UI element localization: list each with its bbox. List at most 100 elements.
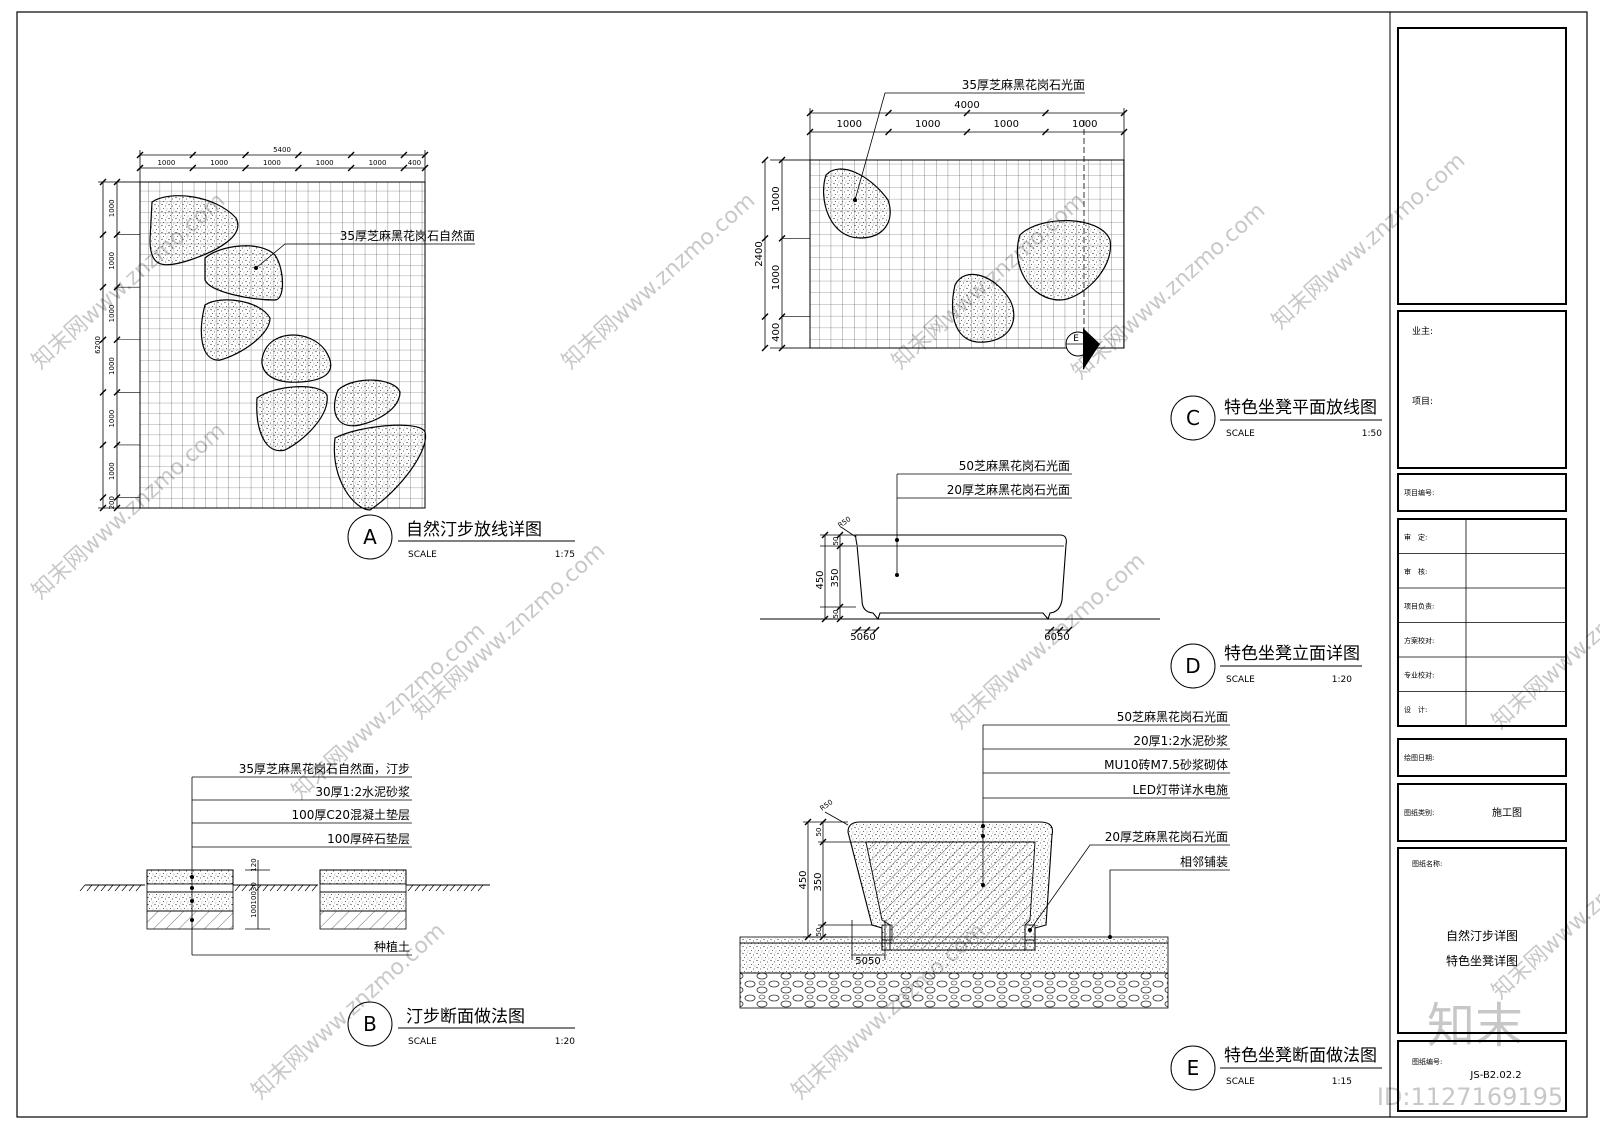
dim-segment: 1000 [263,159,281,167]
scale-label: SCALE [408,550,437,560]
dim-total: 450 [798,870,809,889]
view-letter: C [1186,406,1200,430]
owner-label: 业主: [1412,325,1433,337]
view-marker [1170,395,1216,441]
dim-segment: 1000 [915,119,940,130]
dim-segment: 1000 [108,252,116,270]
sign-row-label: 项目负责: [1404,601,1434,610]
dim-120: 120 [250,858,258,871]
drawing-name-2: 特色坐凳详图 [1446,953,1518,968]
dim-segment: 200 [108,496,116,509]
dim-segment: 1000 [1072,119,1097,130]
view-title: 汀步断面做法图 [406,1007,525,1027]
dim-bottom-right: 6050 [1044,632,1069,643]
watermark-id: ID:1127169195 [1377,1083,1563,1111]
view-d-elevation: 450 50 350 50 R50 5060 6050 50芝麻黑花岗石光面 2… [760,458,1362,689]
note-e-3: MU10砖M7.5砂浆砌体 [1104,757,1228,772]
note-e-1: 50芝麻黑花岗石光面 [1117,709,1228,724]
note-e-5: 20厚芝麻黑花岗石光面 [1105,829,1228,844]
radius: R50 [819,798,835,812]
sheet-border [16,11,1588,1118]
category-value: 施工图 [1492,806,1522,819]
bench-plan [951,273,1015,343]
watermark-brand: 知末 [1427,998,1523,1054]
watermark-site: 知末网www.znzmo.com [287,618,490,804]
note-e-2: 20厚1:2水泥砂浆 [1133,733,1228,748]
radius: R50 [837,515,853,529]
view-marker [347,1001,393,1047]
scale-value: 1:20 [555,1037,575,1047]
sign-row-label: 审 定: [1404,532,1427,541]
soil-label: 种植土 [374,939,410,954]
bench-plan [1016,219,1111,301]
note-e-6: 相邻铺装 [1180,855,1228,869]
dim-segment: 400 [771,323,782,342]
layer-4: 100厚碎石垫层 [327,831,410,846]
note-a: 35厚芝麻黑花岗石自然面 [340,228,475,243]
date-label: 绘图日期: [1404,753,1434,762]
bench-shapes [822,168,1111,343]
note-d-2: 20厚芝麻黑花岗石光面 [947,482,1070,497]
dim-total: 5400 [273,146,291,154]
drawing-no: JS-B2.02.2 [1469,1070,1521,1081]
view-e-section: 450 50 350 50 R50 5050 50芝麻黑花岗石光面 20厚1:2… [739,709,1382,1091]
view-b-section: 35厚芝麻黑花岗石自然面，汀步 30厚1:2水泥砂浆 100厚C20混凝土垫层 … [79,761,575,1047]
stepping-stone [149,195,239,266]
view-title: 特色坐凳立面详图 [1224,644,1360,664]
dim-left-total: 2400 [754,241,765,266]
dim-bottom: 50 [832,610,840,619]
dim-top: 50 [815,828,823,837]
drawing-no-label: 图纸编号: [1412,1057,1442,1066]
view-marker [347,514,393,560]
dim-segment: 1000 [108,410,116,428]
watermark-site: 知末网www.znzmo.com [1267,148,1470,334]
view-marker [1170,643,1216,689]
watermark-site: 知末网www.znzmo.com [407,538,610,724]
category-label: 图纸类别: [1404,808,1434,817]
watermark-site: 知末网www.znzmo.com [557,188,760,374]
scale-value: 1:20 [1332,675,1352,685]
sign-row-label: 审 核: [1404,567,1427,576]
scale-value: 1:15 [1332,1077,1352,1087]
dim-segment: 1000 [771,265,782,290]
view-title: 自然汀步放线详图 [406,520,542,540]
view-letter: E [1187,1056,1200,1080]
stepping-stone [204,245,284,301]
watermark-site: 知末网www.znzmo.com [1487,548,1600,734]
drawing-name-label: 图纸名称: [1412,859,1442,868]
scale-label: SCALE [408,1037,437,1047]
dim-total: 4000 [954,100,979,111]
note-e-4: LED灯带详水电施 [1132,782,1228,797]
dim-segment: 1000 [369,159,387,167]
view-letter: B [363,1012,377,1036]
dim-text: 10010030 [250,882,258,918]
sign-row-label: 专业校对: [1404,670,1434,679]
bench-elevation [855,534,1067,621]
view-letter: A [363,525,377,549]
title-block: 业主: 项目: 项目编号: 审 定:审 核:项目负责:方案校对:专业校对:设 计… [1389,12,1567,1117]
stepping-stone [333,379,401,427]
project-no-label: 项目编号: [1404,488,1434,497]
dim-total: 450 [815,570,826,589]
view-marker [1170,1045,1216,1091]
dim-bottom: 5050 [855,956,880,967]
note-c: 35厚芝麻黑花岗石光面 [962,77,1085,92]
dim-segment: 1000 [994,119,1019,130]
bench-plan [822,168,891,239]
scale-value: 1:50 [1362,429,1382,439]
dim-segment: 400 [408,159,421,167]
stepping-section-left [146,869,234,930]
dim-mid: 350 [830,568,841,587]
view-title: 特色坐凳平面放线图 [1224,398,1377,418]
watermark-site: 知末网www.znzmo.com [1487,818,1600,1004]
dim-segment: 1000 [108,305,116,323]
scale-label: SCALE [1226,429,1255,439]
layer-3: 100厚C20混凝土垫层 [291,807,410,822]
dim-bottom-left: 5060 [850,632,875,643]
dim-segment: 1000 [837,119,862,130]
sign-row-label: 设 计: [1404,705,1427,714]
view-letter: D [1185,654,1200,678]
